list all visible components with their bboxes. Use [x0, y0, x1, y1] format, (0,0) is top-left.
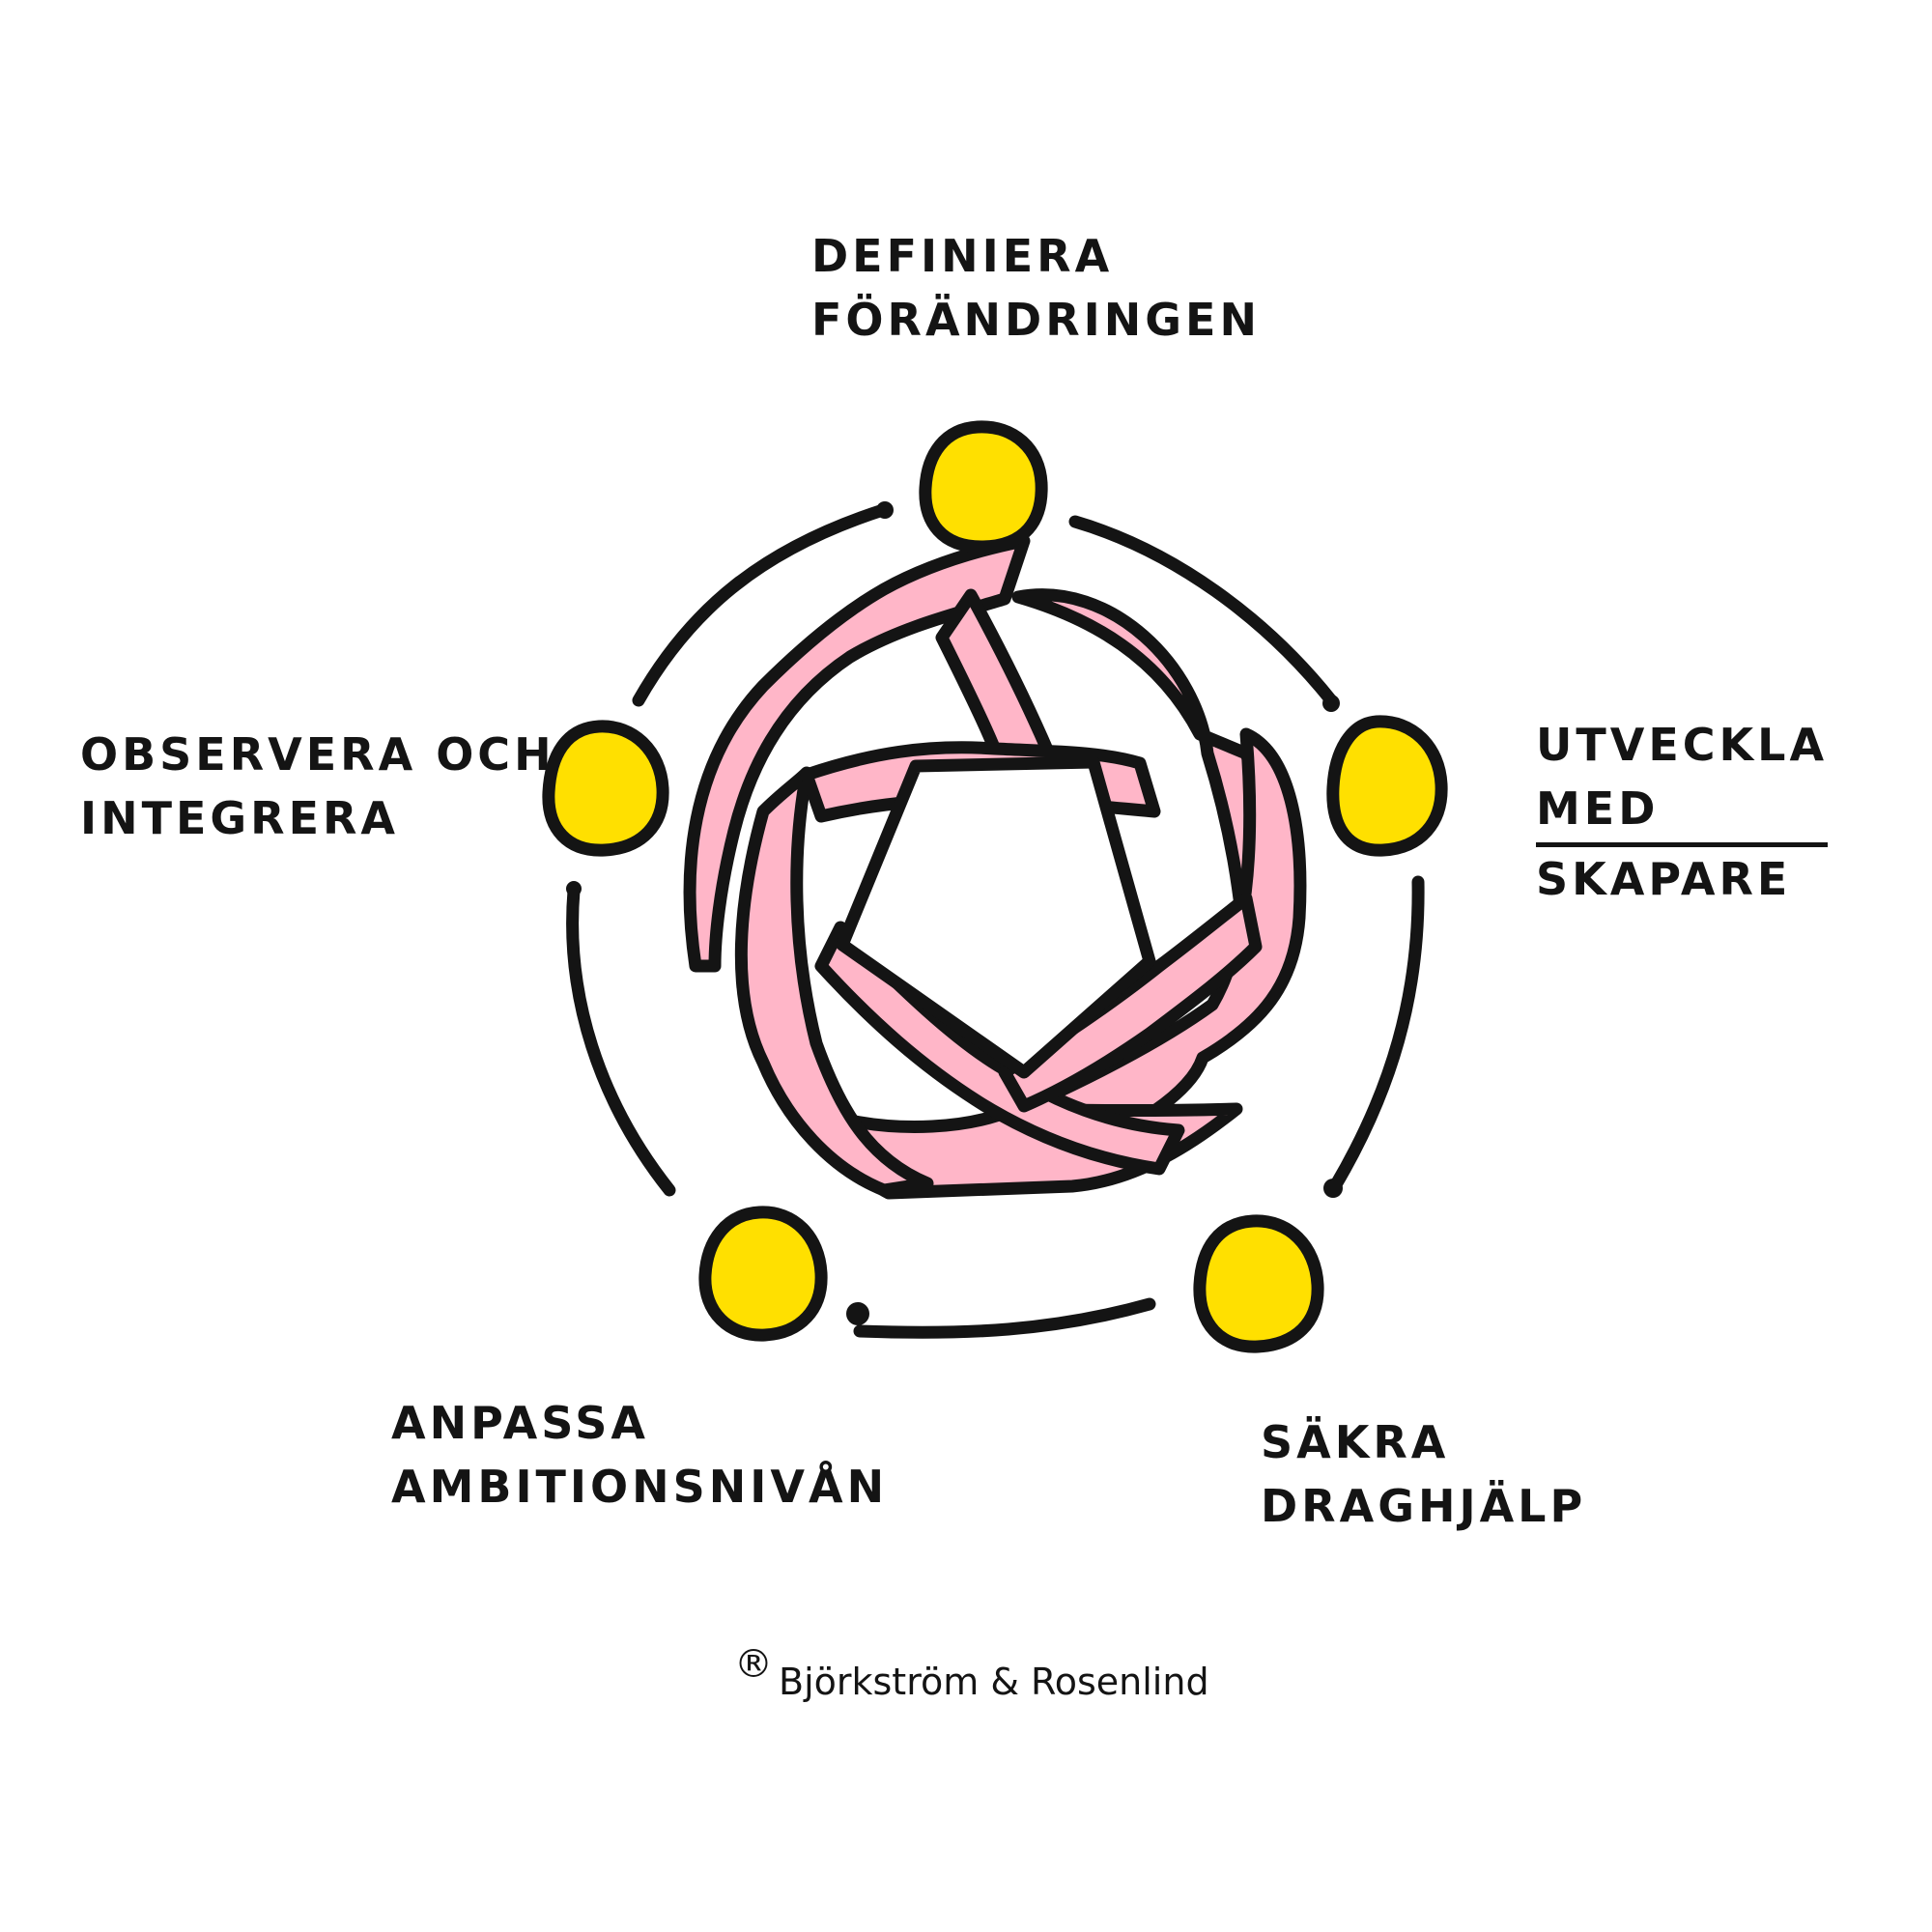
- step-label-observe: Observera och integrera: [80, 723, 555, 850]
- node-secure: [1193, 1214, 1324, 1353]
- node-observe: [542, 720, 669, 857]
- step-label-line: Observera och: [80, 728, 555, 781]
- arc-end-dot: [1323, 1179, 1343, 1198]
- step-label-line: Utveckla: [1536, 719, 1829, 771]
- connector-arcs: [566, 501, 1425, 1339]
- step-label-line: Definiera: [811, 230, 1114, 282]
- step-label-line-rest: skapare: [1536, 853, 1792, 905]
- step-label-line: ambitionsnivån: [391, 1461, 889, 1513]
- arc-define-to-develop: [1068, 515, 1338, 707]
- step-label-line: med skapare: [1536, 777, 1829, 911]
- arc-develop-to-secure: [1328, 875, 1425, 1193]
- step-label-line: integrera: [80, 792, 400, 844]
- knot-band: [734, 766, 934, 1197]
- interwoven-knot: [683, 534, 1307, 1200]
- step-label-line: Anpassa: [391, 1397, 649, 1449]
- emphasis-underline: med: [1536, 777, 1829, 847]
- arc-end-dot: [1322, 695, 1340, 712]
- step-nodes: [542, 420, 1448, 1353]
- node-adapt: [698, 1206, 828, 1342]
- arc-adapt-to-observe: [566, 884, 676, 1197]
- arc-end-dot: [566, 881, 582, 896]
- node-develop: [1326, 715, 1448, 857]
- copyright-text: Björkström & Rosenlind: [779, 1661, 1209, 1703]
- registered-mark-icon: ®: [734, 1642, 773, 1687]
- node-define: [919, 420, 1048, 554]
- step-label-line: Säkra: [1261, 1416, 1450, 1468]
- copyright-notice: ®Björkström & Rosenlind: [734, 1642, 1209, 1703]
- step-label-adapt: Anpassa ambitionsnivån: [391, 1391, 888, 1519]
- arc-secure-to-adapt: [853, 1297, 1156, 1339]
- arc-observe-to-define: [632, 503, 890, 707]
- step-label-secure: Säkra draghjälp: [1261, 1410, 1586, 1538]
- step-label-line: förändringen: [811, 294, 1261, 346]
- knot-center-opening: [836, 755, 1156, 1079]
- arc-end-dot: [846, 1302, 869, 1325]
- step-label-line: draghjälp: [1261, 1480, 1587, 1532]
- step-label-define: Definiera förändringen: [811, 224, 1261, 352]
- arc-end-dot: [876, 501, 894, 519]
- step-label-develop: Utveckla med skapare: [1536, 713, 1829, 911]
